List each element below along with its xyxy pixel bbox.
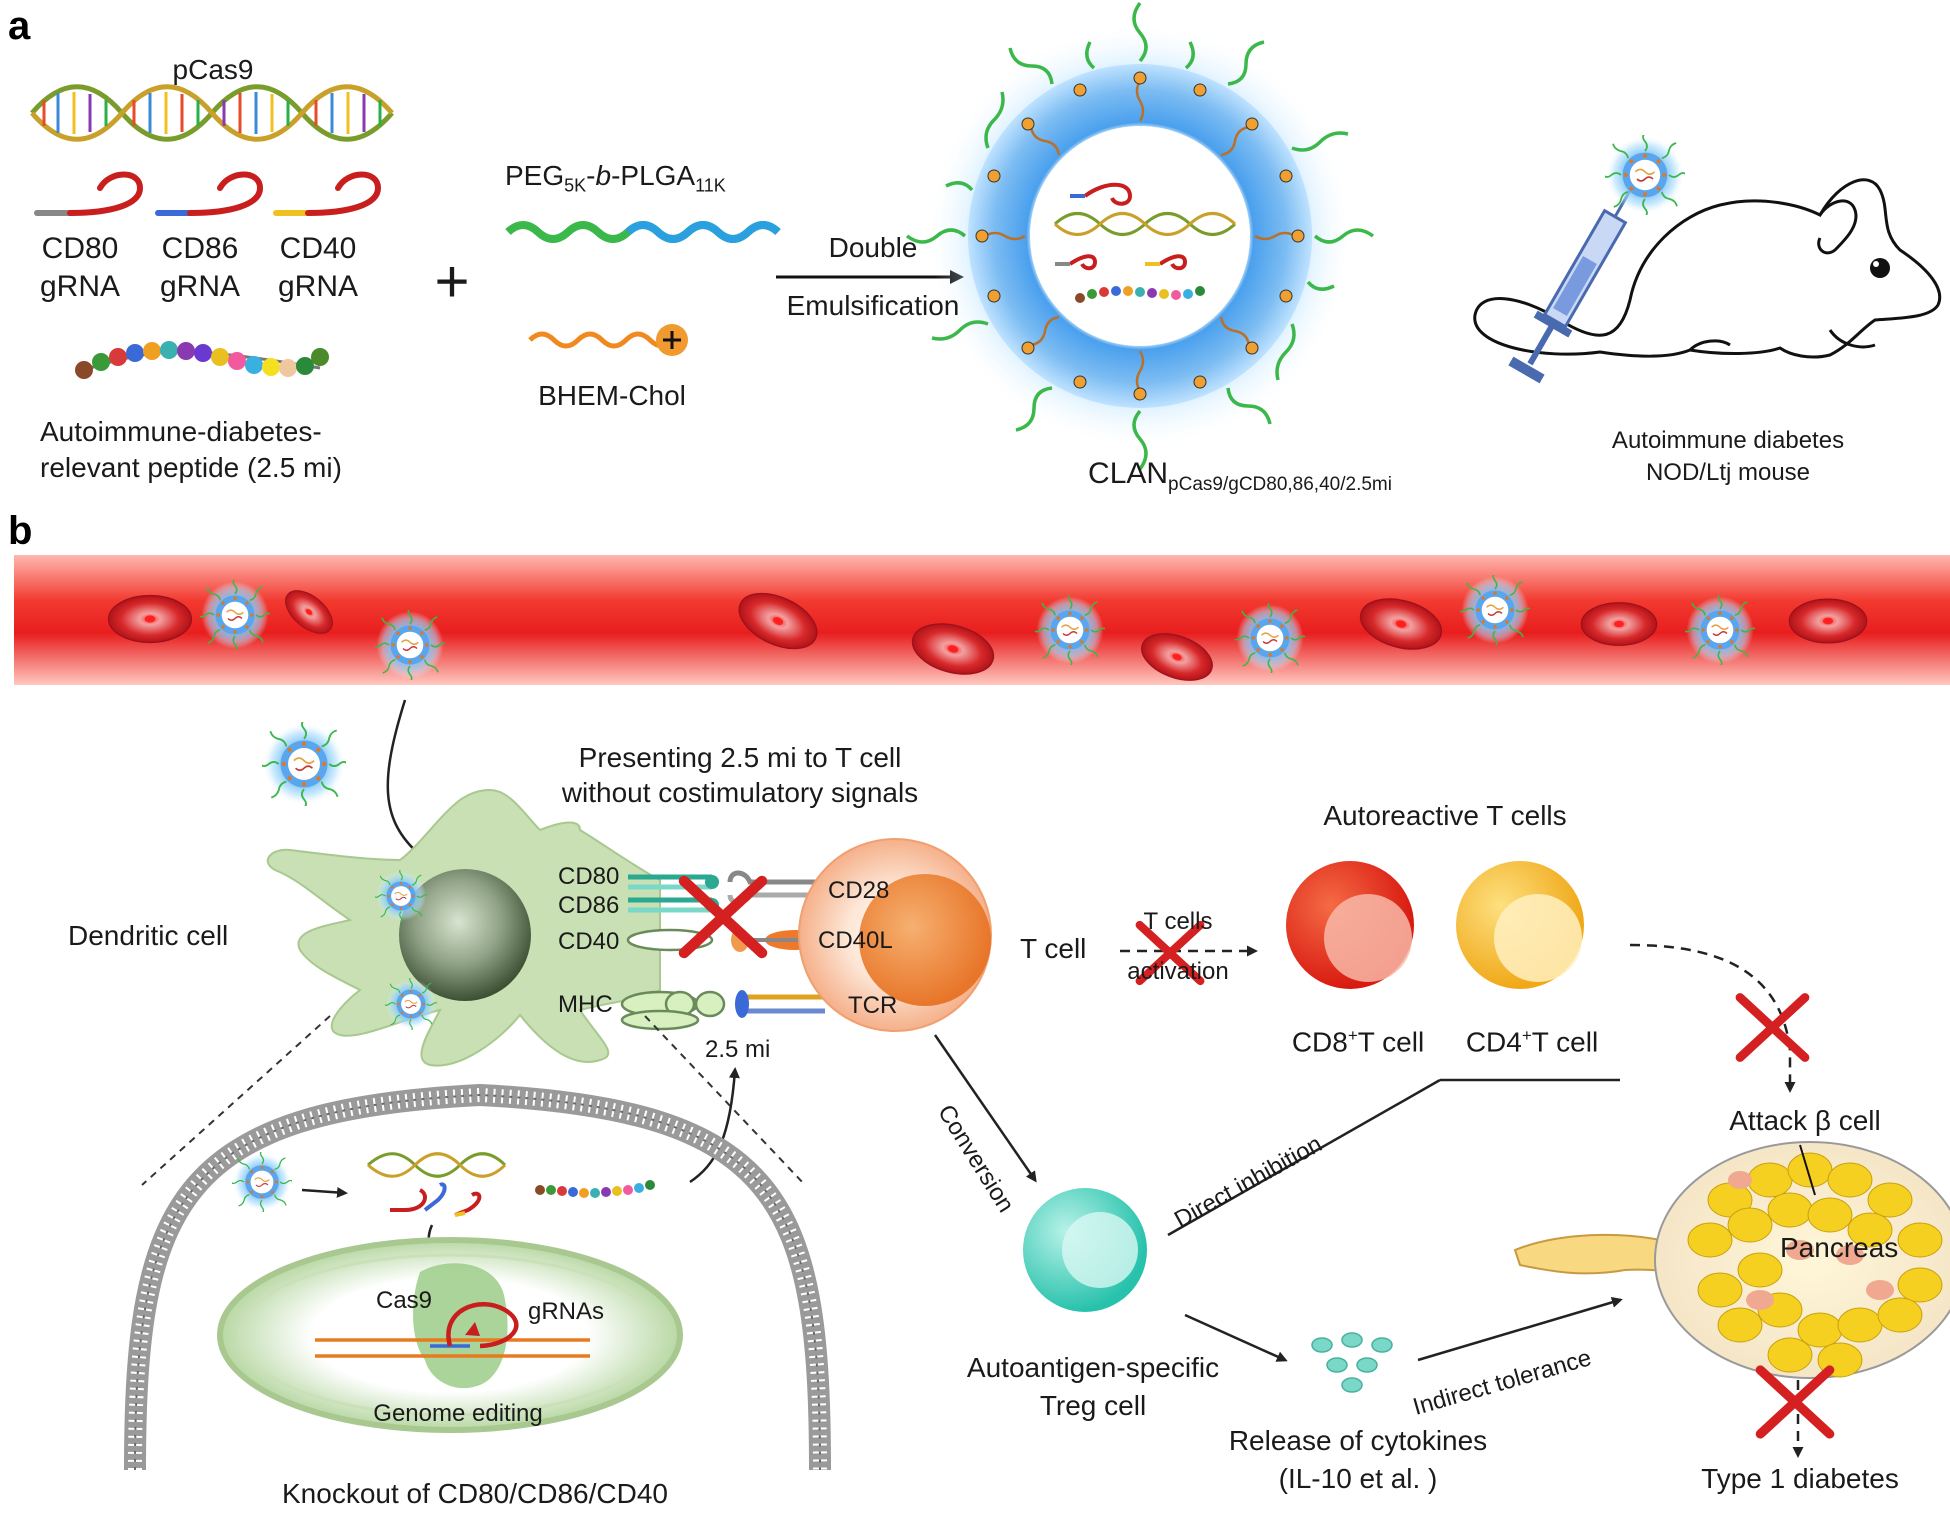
cd40l-receptor-label: CD40L	[818, 927, 893, 954]
peg-label: PEG	[505, 160, 565, 191]
costimulation-blocked-x	[684, 881, 762, 953]
cytokine-dots	[1311, 1332, 1393, 1393]
cytokines-label-1: Release of cytokines	[1228, 1425, 1488, 1456]
cd4-tcell-text: T cell	[1531, 1026, 1599, 1058]
treg-label-1: Autoantigen-specific	[966, 1352, 1220, 1383]
cas9-label: Cas9	[376, 1287, 433, 1314]
grna-complex	[446, 1301, 519, 1349]
plga-label: -PLGA	[611, 160, 696, 191]
pancreas-label: Pancreas	[1780, 1232, 1899, 1263]
plus-sign: +	[434, 248, 470, 315]
grnas-label: gRNAs	[528, 1298, 605, 1325]
inner-peptide-icon	[535, 1180, 655, 1198]
treg-label-2: Treg cell	[1039, 1390, 1147, 1421]
peg-hyphen-1: -	[586, 160, 596, 191]
cd8-label: CD8+T cell	[1292, 1026, 1424, 1059]
grna-cd86-label-1: CD86	[161, 232, 239, 265]
syringe-icon	[1508, 176, 1639, 384]
activation-label-2: activation	[1127, 958, 1229, 985]
attack-beta-cell-label: Attack β cell	[1729, 1105, 1881, 1136]
grna-cd86-label-2: gRNA	[159, 270, 241, 303]
cytokine-release-arrow	[1184, 1313, 1288, 1362]
grna-icons	[34, 171, 382, 216]
clan-label: CLANpCas9/gCD80,86,40/2.5mi	[1088, 457, 1392, 496]
peptide-label-2: relevant peptide (2.5 mi)	[40, 452, 342, 483]
t-cell-label: T cell	[1020, 933, 1087, 964]
plga-subscript: 11K	[695, 175, 726, 196]
cd86-receptor-label: CD86	[558, 892, 620, 919]
dc-nucleus	[399, 869, 531, 1001]
mouse-label-2: NOD/Ltj mouse	[1645, 459, 1811, 486]
pcas9-label: pCas9	[172, 54, 254, 85]
genome-editing-label: Genome editing	[373, 1400, 543, 1427]
cd4-label: CD4+T cell	[1466, 1026, 1598, 1059]
direct-inhibition-lines	[1167, 1078, 1620, 1237]
small-nanoparticle-icon	[1605, 135, 1685, 215]
clan-subscript: pCas9/gCD80,86,40/2.5mi	[1168, 474, 1392, 495]
peptide-label-1: Autoimmune-diabetes-	[40, 416, 322, 447]
peg-plga-label: PEG5K-b-PLGA11K	[505, 160, 726, 196]
cd28-receptor-label: CD28	[828, 877, 890, 904]
panel-label-a: a	[8, 4, 31, 48]
attack-blocked-x	[1740, 998, 1805, 1058]
cd80-receptor-label: CD80	[558, 863, 620, 890]
pancreas-icon	[1513, 1141, 1950, 1379]
cd8-text: CD8	[1291, 1026, 1348, 1058]
attack-path	[1629, 943, 1796, 1093]
type1-diabetes-label: Type 1 diabetes	[1701, 1463, 1899, 1494]
bhem-chol-icon	[528, 324, 688, 356]
clan-main: CLAN	[1088, 457, 1169, 490]
dendritic-cell-label: Dendritic cell	[68, 920, 229, 951]
double-label: Double	[828, 232, 918, 263]
autoreactive-label: Autoreactive T cells	[1323, 800, 1567, 831]
indirect-tolerance-arrow	[1417, 1297, 1623, 1362]
cell-membrane	[124, 1083, 831, 1471]
conversion-arrow	[933, 1034, 1037, 1183]
mhc-receptor-label: MHC	[558, 991, 613, 1018]
tcr-receptor-label: TCR	[848, 992, 898, 1019]
mouse-icon	[1473, 178, 1942, 359]
peg-subscript: 5K	[564, 175, 587, 196]
presenting-label-1: Presenting 2.5 mi to T cell	[578, 742, 902, 773]
inner-dna-icon	[367, 1152, 507, 1178]
cd40-receptor-label: CD40	[558, 928, 620, 955]
knockout-label: Knockout of CD80/CD86/CD40	[282, 1478, 668, 1509]
peptide-chain-icon	[75, 341, 329, 379]
grna-cd40-label-2: gRNA	[277, 270, 359, 303]
dna-helix-icon	[30, 84, 394, 142]
grna-cd40-label-1: CD40	[279, 232, 357, 265]
emulsification-label: Emulsification	[786, 290, 960, 321]
presenting-label-2: without costimulatory signals	[561, 777, 919, 808]
peg-block-b: b	[595, 160, 612, 191]
activation-label-1: T cells	[1143, 908, 1213, 935]
clan-nanoparticle-icon	[905, 1, 1375, 471]
cytokines-label-2: (IL-10 et al. )	[1278, 1463, 1438, 1494]
grna-cd80-label-2: gRNA	[39, 270, 121, 303]
uptake-arrow	[386, 699, 423, 857]
inner-grna-icons	[390, 1182, 482, 1217]
bhem-chol-label: BHEM-Chol	[538, 380, 686, 411]
diabetes-blocked-x	[1760, 1370, 1829, 1434]
panel-label-b: b	[8, 509, 33, 553]
mouse-label-1: Autoimmune diabetes	[1611, 427, 1845, 454]
cd4-superscript: +	[1521, 1026, 1532, 1045]
antigen-label: 2.5 mi	[705, 1036, 771, 1063]
cd8-superscript: +	[1347, 1026, 1358, 1045]
cd8-tcell-text: T cell	[1357, 1026, 1425, 1058]
cd4-text: CD4	[1465, 1026, 1522, 1058]
grna-cd80-label-1: CD80	[41, 232, 119, 265]
zoom-lines	[141, 1015, 806, 1186]
